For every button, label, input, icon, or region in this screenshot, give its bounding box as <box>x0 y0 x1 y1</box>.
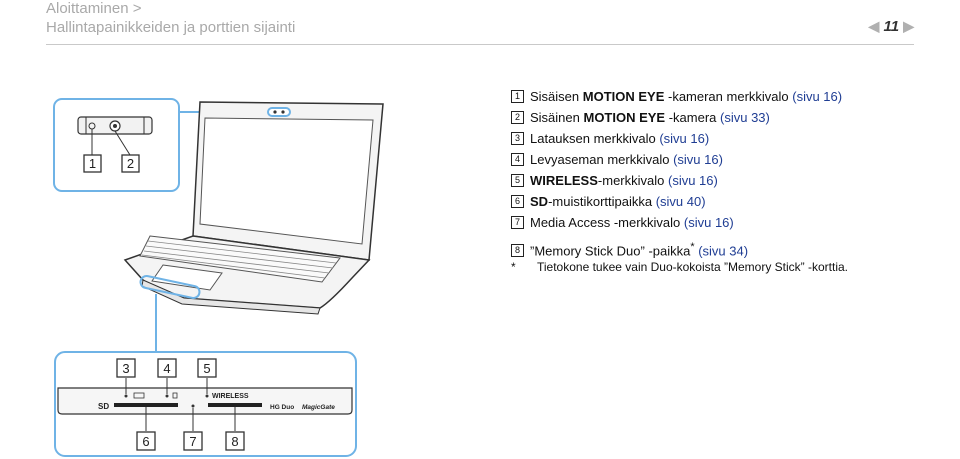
page-link[interactable]: (sivu 16) <box>667 173 718 188</box>
item-number: 1 <box>511 90 524 104</box>
svg-text:4: 4 <box>163 361 170 376</box>
item-number: 2 <box>511 111 524 125</box>
header-divider <box>46 44 914 45</box>
hg-duo-label: HG Duo <box>270 404 294 411</box>
memory-stick-slot <box>208 403 262 407</box>
list-item: 8”Memory Stick Duo” -paikka* (sivu 34) <box>511 235 931 259</box>
footnote: * Tietokone tukee vain Duo-kokoista ”Memo… <box>511 260 931 274</box>
callout-label-7: 7 <box>183 431 203 451</box>
camera-highlight <box>267 107 291 117</box>
sd-slot-label: SD <box>98 402 109 411</box>
page-link[interactable]: (sivu 16) <box>659 131 710 146</box>
item-number: 3 <box>511 132 524 146</box>
camera-detail: 1 2 <box>77 116 153 173</box>
callout-label-3: 3 <box>116 358 136 378</box>
callout-label-2: 2 <box>121 154 140 173</box>
svg-text:1: 1 <box>89 156 96 171</box>
callout-label-8: 8 <box>225 431 245 451</box>
page-link[interactable]: (sivu 33) <box>720 110 770 125</box>
page-link[interactable]: (sivu 40) <box>655 194 706 209</box>
callout-label-1: 1 <box>83 154 102 173</box>
charge-indicator-icon <box>124 394 128 398</box>
item-number: 4 <box>511 153 524 167</box>
magicgate-label: MagicGate <box>302 404 335 411</box>
item-number: 5 <box>511 174 524 188</box>
wireless-indicator-icon <box>205 394 209 398</box>
callout-label-6: 6 <box>136 431 156 451</box>
front-panel-detail: SD HG Duo MagicGate WIRELESS 3 4 5 <box>57 358 353 451</box>
svg-text:2: 2 <box>127 156 134 171</box>
wireless-label: WIRELESS <box>212 393 249 400</box>
front-edge-highlight <box>139 275 201 299</box>
prev-page-icon[interactable]: ◀ <box>868 18 880 34</box>
item-number: 8 <box>511 244 524 258</box>
laptop-drawing <box>123 101 384 315</box>
media-access-indicator-icon <box>191 404 195 408</box>
page-link[interactable]: (sivu 16) <box>673 152 723 167</box>
page-link[interactable]: (sivu 16) <box>683 215 734 230</box>
next-page-icon[interactable]: ▶ <box>903 18 914 34</box>
svg-text:8: 8 <box>231 434 238 449</box>
svg-text:3: 3 <box>122 361 129 376</box>
item-number: 6 <box>511 195 524 209</box>
item-number: 7 <box>511 216 524 230</box>
sd-card-slot <box>114 403 178 407</box>
svg-text:5: 5 <box>203 361 210 376</box>
callout-label-4: 4 <box>157 358 177 378</box>
page-link[interactable]: (sivu 16) <box>792 89 843 104</box>
page-number: 11 <box>883 18 900 35</box>
page-navigation: ◀ 11 ▶ <box>869 18 914 35</box>
breadcrumb-current: Hallintapainikkeiden ja porttien sijaint… <box>46 19 296 36</box>
page-link[interactable]: (sivu 34) <box>698 243 749 259</box>
footnote-text: Tietokone tukee vain Duo-kokoista ”Memor… <box>537 260 848 274</box>
svg-text:6: 6 <box>142 434 149 449</box>
camera-callout-box <box>53 98 180 192</box>
svg-text:7: 7 <box>189 434 196 449</box>
breadcrumb-parent[interactable]: Aloittaminen > <box>46 0 142 17</box>
footnote-marker: * <box>690 241 695 253</box>
footnote-mark: * <box>511 260 516 274</box>
callout-label-5: 5 <box>197 358 217 378</box>
drive-indicator-icon <box>165 394 169 398</box>
